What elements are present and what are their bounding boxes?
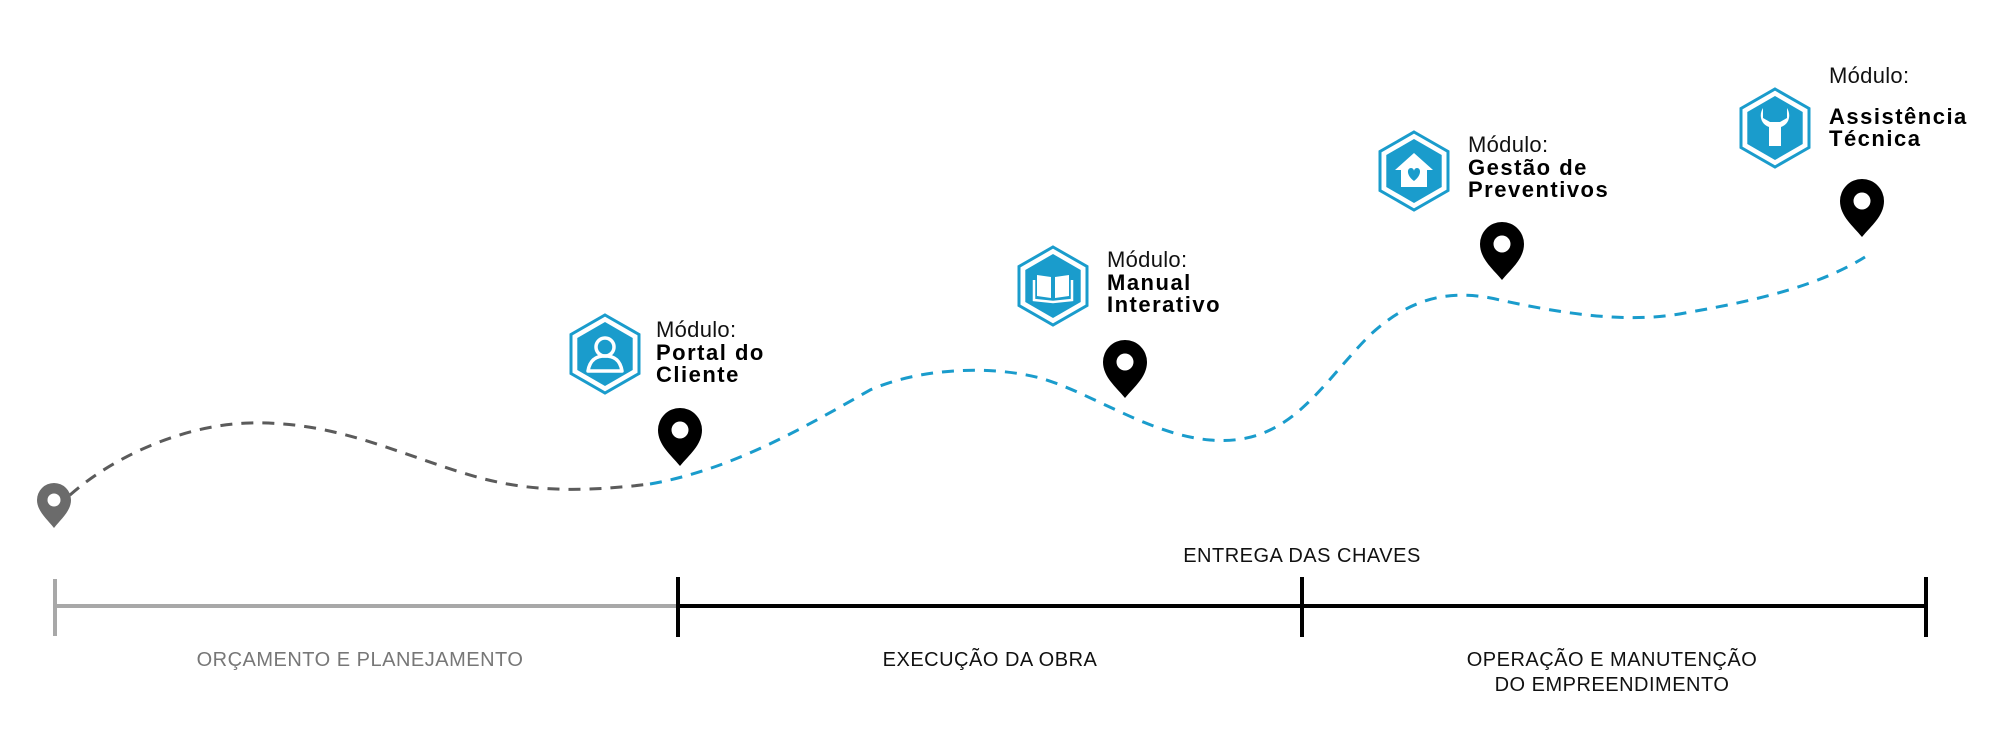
- module-prefix: Módulo:: [1468, 132, 1549, 157]
- module-name-line: Cliente: [656, 362, 740, 387]
- module-portal-cliente: Módulo: Portal do Cliente: [656, 318, 765, 386]
- start-pin-icon: [37, 483, 71, 528]
- module-name-line: Interativo: [1107, 292, 1222, 317]
- module-gestao-preventivos: Módulo: Gestão de Preventivos: [1468, 133, 1609, 201]
- wrench-icon: [1739, 87, 1811, 169]
- module-name-line: Assistência: [1829, 104, 1968, 129]
- phase-label-execution: EXECUÇÃO DA OBRA: [790, 648, 1190, 673]
- phase-label-line: EXECUÇÃO DA OBRA: [882, 649, 1098, 671]
- milestone-label: ENTREGA DAS CHAVES: [1183, 545, 1421, 567]
- home-heart-icon: [1378, 130, 1450, 212]
- module-name-line: Preventivos: [1468, 177, 1610, 202]
- book-icon: [1017, 245, 1089, 327]
- module-assistencia-tecnica: Módulo: Assistência Técnica: [1829, 64, 1968, 150]
- map-pin-icon: [1480, 222, 1524, 280]
- phase-label-line: ORÇAMENTO E PLANEJAMENTO: [196, 649, 524, 671]
- phase-label-planning: ORÇAMENTO E PLANEJAMENTO: [160, 648, 560, 673]
- module-name-line: Gestão de: [1468, 155, 1588, 180]
- module-name: Assistência Técnica: [1829, 106, 1968, 150]
- phase-label-line: DO EMPREENDIMENTO: [1494, 674, 1730, 696]
- module-name: Gestão de Preventivos: [1468, 157, 1609, 201]
- map-pin-icon: [658, 408, 702, 466]
- map-pin-icon: [1840, 179, 1884, 237]
- module-name-line: Portal do: [656, 340, 765, 365]
- module-name-line: Manual: [1107, 270, 1192, 295]
- module-name: Portal do Cliente: [656, 342, 765, 386]
- journey-path-main: [649, 255, 1866, 486]
- user-icon: [569, 313, 641, 395]
- module-prefix: Módulo:: [656, 317, 737, 342]
- module-name: Manual Interativo: [1107, 272, 1221, 316]
- phase-label-operation: OPERAÇÃO E MANUTENÇÃO DO EMPREENDIMENTO: [1412, 648, 1812, 698]
- module-name-line: Técnica: [1829, 126, 1922, 151]
- module-manual-interativo: Módulo: Manual Interativo: [1107, 248, 1221, 316]
- map-pin-icon: [1103, 340, 1147, 398]
- phase-label-line: OPERAÇÃO E MANUTENÇÃO: [1466, 649, 1758, 671]
- module-prefix: Módulo:: [1107, 247, 1188, 272]
- module-prefix: Módulo:: [1829, 63, 1910, 88]
- journey-path-start: [53, 421, 651, 511]
